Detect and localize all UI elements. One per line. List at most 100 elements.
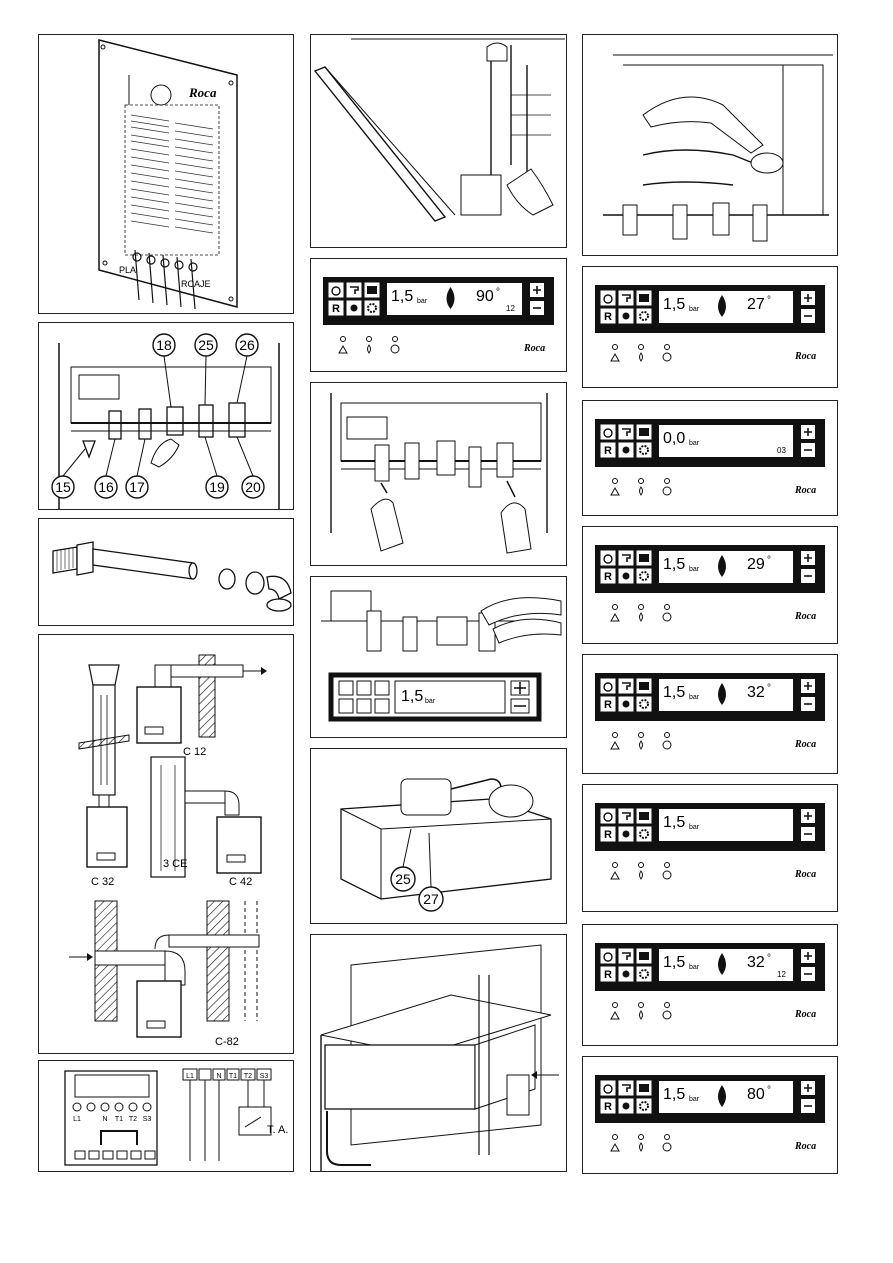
- callout-20: 20: [245, 479, 261, 495]
- warning-icon: [610, 352, 620, 362]
- status-led: [638, 604, 644, 610]
- power-icon: [603, 682, 613, 692]
- lcd-unit: bar: [689, 566, 700, 573]
- status-led: [340, 336, 346, 342]
- template-label-right: RCAJE: [181, 279, 211, 289]
- lcd-unit: bar: [689, 964, 700, 971]
- gear-button: [364, 300, 380, 316]
- status-led: [612, 604, 618, 610]
- radiator-icon: [639, 682, 649, 690]
- sun-icon: [622, 700, 630, 708]
- lcd-unit: bar: [417, 298, 428, 305]
- lcd-aux: 12: [506, 304, 515, 313]
- terminal-l1: L1: [73, 1116, 81, 1123]
- status-led: [664, 344, 670, 350]
- terminal-t1: T1: [115, 1116, 123, 1123]
- callout-27: 27: [423, 891, 439, 907]
- info-icon: [662, 1010, 672, 1020]
- status-led: [612, 1002, 618, 1008]
- tap-button: [618, 948, 634, 964]
- wiring-s3: S3: [260, 1073, 269, 1080]
- reset-icon: R: [604, 829, 612, 841]
- roca-brand: Roca: [794, 485, 816, 496]
- lcd-temperature: 32: [747, 954, 765, 971]
- status-led: [392, 336, 398, 342]
- sun-icon: [350, 304, 358, 312]
- flame-indicator-icon: [639, 870, 643, 880]
- wiring-n: N: [216, 1073, 221, 1080]
- reset-button: [600, 826, 616, 842]
- figure-gas-valve: 25 27: [310, 748, 567, 924]
- tap-button: [618, 290, 634, 306]
- tap-icon: [622, 682, 631, 690]
- flame-indicator-icon: [639, 352, 643, 362]
- label-c32: C 32: [91, 876, 114, 888]
- lcd-temperature: 90: [476, 288, 494, 305]
- status-led: [638, 862, 644, 868]
- tap-button: [618, 808, 634, 824]
- tap-icon: [622, 812, 631, 820]
- tap-icon: [622, 428, 631, 436]
- status-led: [638, 344, 644, 350]
- thermostat-label: T. A.: [267, 1124, 288, 1136]
- flame-icon: [718, 683, 726, 705]
- info-icon: [662, 352, 672, 362]
- radiator-icon: [639, 294, 649, 302]
- lcd-screen: [659, 551, 793, 583]
- flame-indicator-icon: [639, 740, 643, 750]
- reset-icon: R: [332, 303, 340, 315]
- gear-icon: [639, 311, 649, 321]
- figure-filling-display: 1,5 bar: [310, 576, 567, 738]
- status-led: [366, 336, 372, 342]
- status-led: [664, 862, 670, 868]
- roca-logo: Roca: [188, 85, 217, 100]
- reset-button: [600, 1098, 616, 1114]
- lcd-degree: °: [767, 295, 771, 306]
- power-icon: [603, 554, 613, 564]
- lcd-screen: [659, 949, 793, 981]
- gear-icon: [639, 829, 649, 839]
- tap-button: [618, 1080, 634, 1096]
- roca-brand: Roca: [794, 1141, 816, 1152]
- gear-button: [636, 442, 652, 458]
- figure-drain-valves: [310, 382, 567, 566]
- tap-button: [618, 550, 634, 566]
- flame-indicator-icon: [367, 344, 371, 354]
- lcd-screen: [659, 809, 793, 841]
- reset-icon: R: [604, 1101, 612, 1113]
- tap-icon: [622, 1084, 631, 1092]
- callout-26: 26: [239, 337, 255, 353]
- reset-button: [328, 300, 344, 316]
- status-led: [612, 1134, 618, 1140]
- flame-indicator-icon: [639, 486, 643, 496]
- plus-icon: [804, 1084, 812, 1092]
- flame-icon: [718, 555, 726, 577]
- template-label-left: PLA: [119, 265, 136, 275]
- status-led: [612, 732, 618, 738]
- gear-icon: [639, 1101, 649, 1111]
- callout-25: 25: [198, 337, 214, 353]
- wiring-t2: T2: [244, 1073, 252, 1080]
- info-icon: [662, 612, 672, 622]
- gear-icon: [639, 445, 649, 455]
- lcd-aux: 03: [777, 446, 786, 455]
- lcd-unit: bar: [689, 306, 700, 313]
- gear-button: [636, 1098, 652, 1114]
- terminal-t2: T2: [129, 1116, 137, 1123]
- status-led: [664, 604, 670, 610]
- callout-19: 19: [209, 479, 225, 495]
- lcd-screen: [659, 1081, 793, 1113]
- plus-icon: [804, 682, 812, 690]
- lcd-temperature: 29: [747, 556, 765, 573]
- tap-button: [618, 678, 634, 694]
- flame-icon: [718, 295, 726, 317]
- sun-icon: [622, 970, 630, 978]
- figure-casing-removal: [310, 34, 567, 248]
- lcd-screen: [659, 425, 793, 457]
- roca-brand: Roca: [794, 1009, 816, 1020]
